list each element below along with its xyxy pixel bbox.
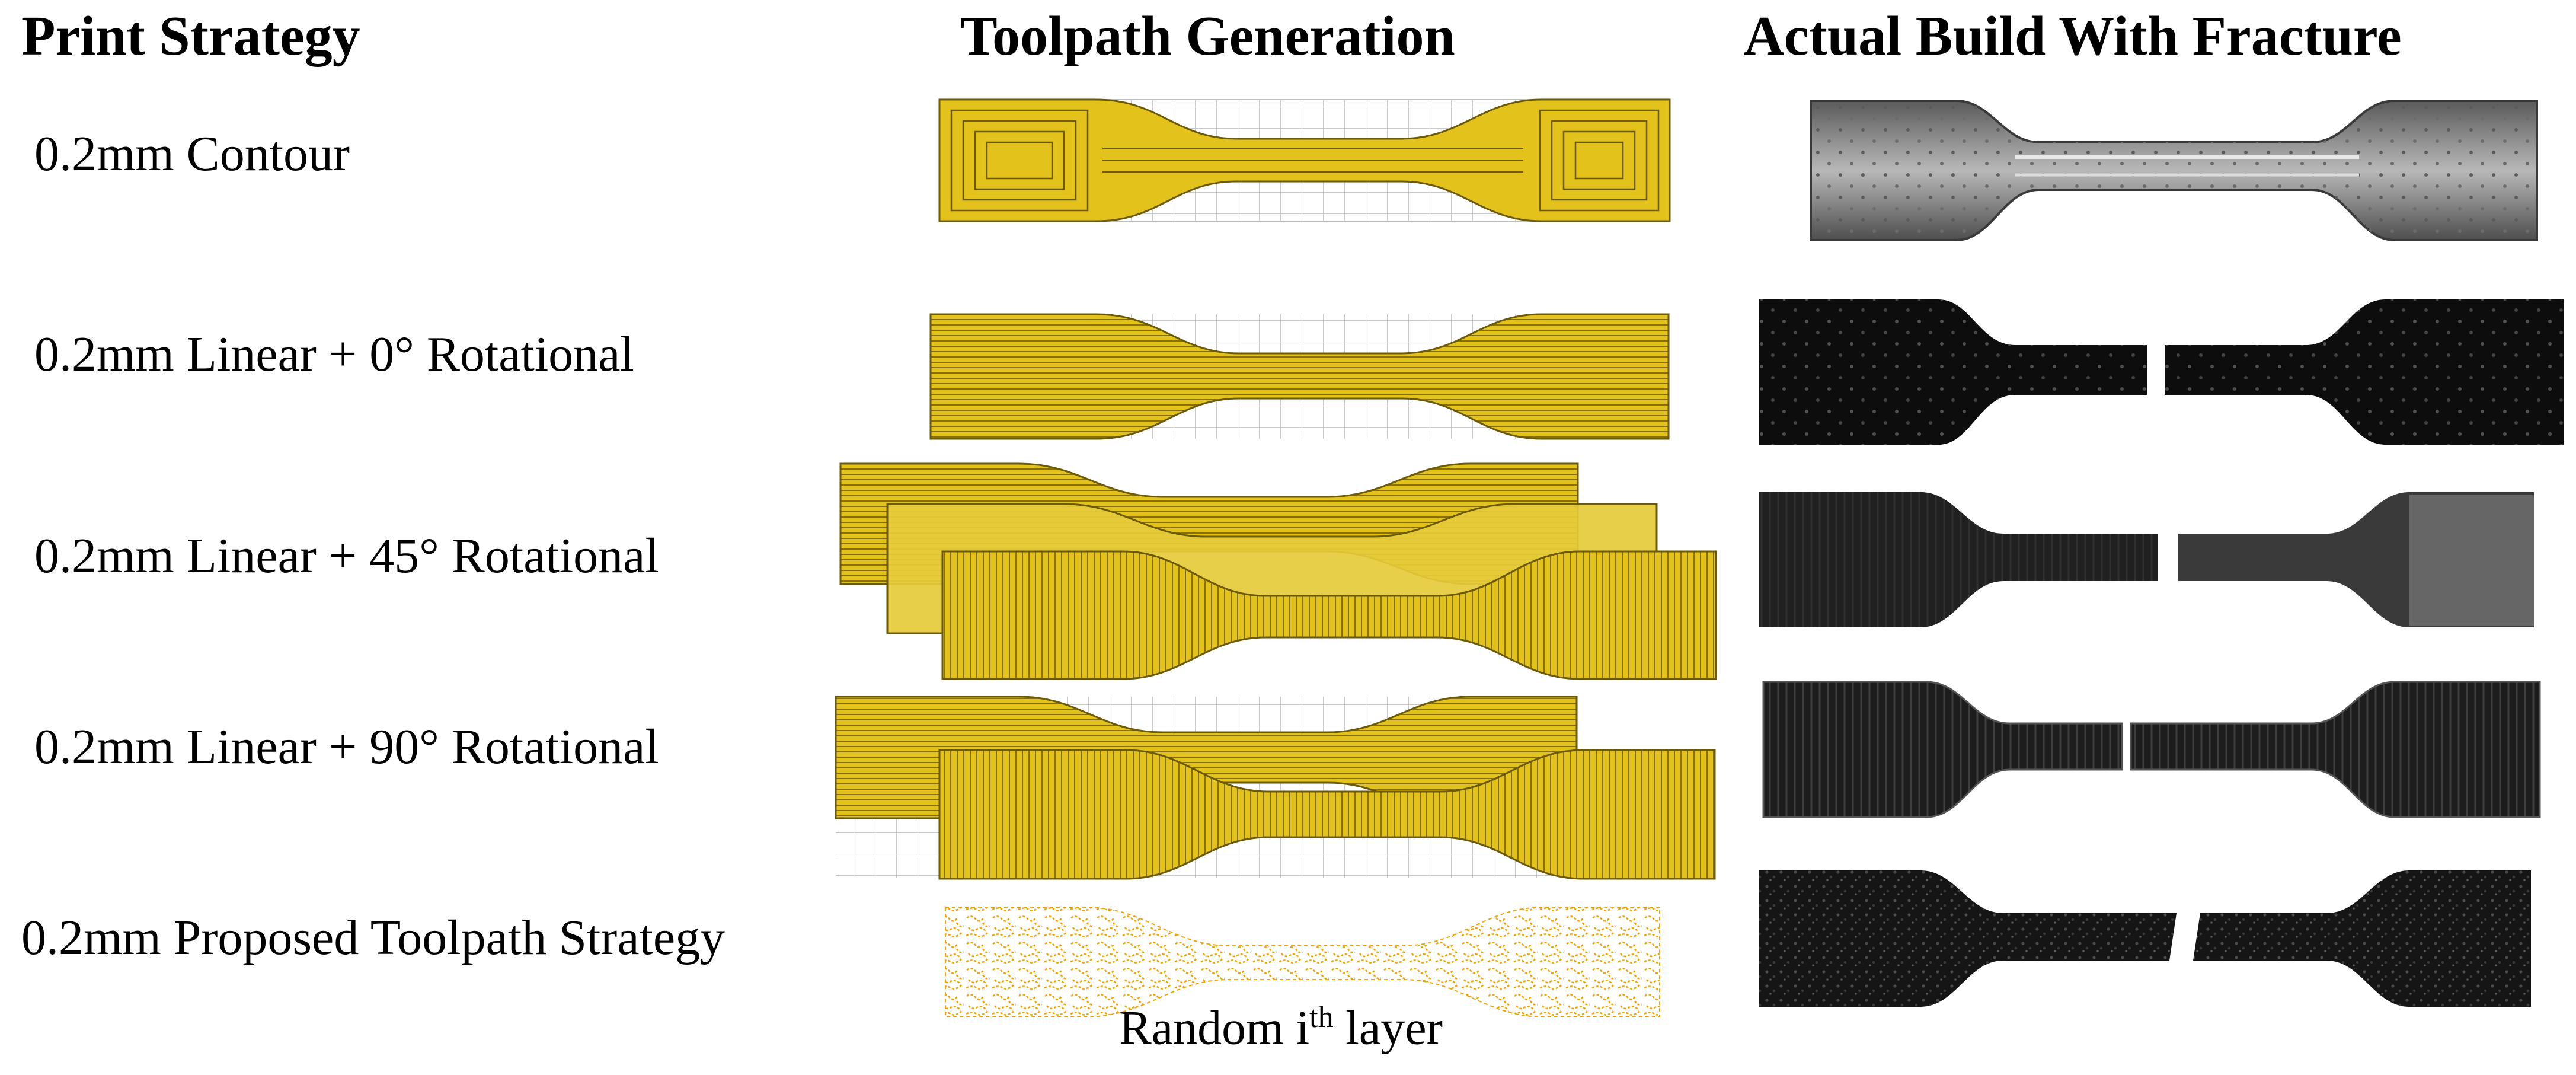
row-label-proposed: 0.2mm Proposed Toolpath Strategy bbox=[21, 910, 726, 965]
row-label-linear-45: 0.2mm Linear + 45° Rotational bbox=[34, 528, 659, 583]
header-print-strategy: Print Strategy bbox=[21, 5, 360, 67]
toolpath-proposed bbox=[945, 907, 1660, 1017]
row-label-linear-90: 0.2mm Linear + 90° Rotational bbox=[34, 719, 659, 774]
toolpath-linear-90 bbox=[835, 696, 1716, 880]
row-label-linear-0: 0.2mm Linear + 0° Rotational bbox=[34, 327, 634, 382]
row-label-contour: 0.2mm Contour bbox=[34, 126, 350, 181]
specimen-linear-90 bbox=[1762, 681, 2541, 818]
specimen-contour bbox=[1810, 100, 2538, 241]
toolpath-linear-0 bbox=[929, 313, 1670, 440]
header-actual-build: Actual Build With Fracture bbox=[1744, 5, 2402, 67]
toolpath-contour bbox=[938, 98, 1671, 222]
toolpath-linear-45 bbox=[839, 462, 1717, 680]
specimen-proposed bbox=[1759, 870, 2531, 1007]
specimen-linear-0 bbox=[1759, 299, 2564, 445]
specimen-linear-45 bbox=[1759, 492, 2534, 627]
random-layer-caption: Random ith layer bbox=[1119, 1000, 1443, 1055]
header-toolpath-generation: Toolpath Generation bbox=[960, 5, 1455, 67]
